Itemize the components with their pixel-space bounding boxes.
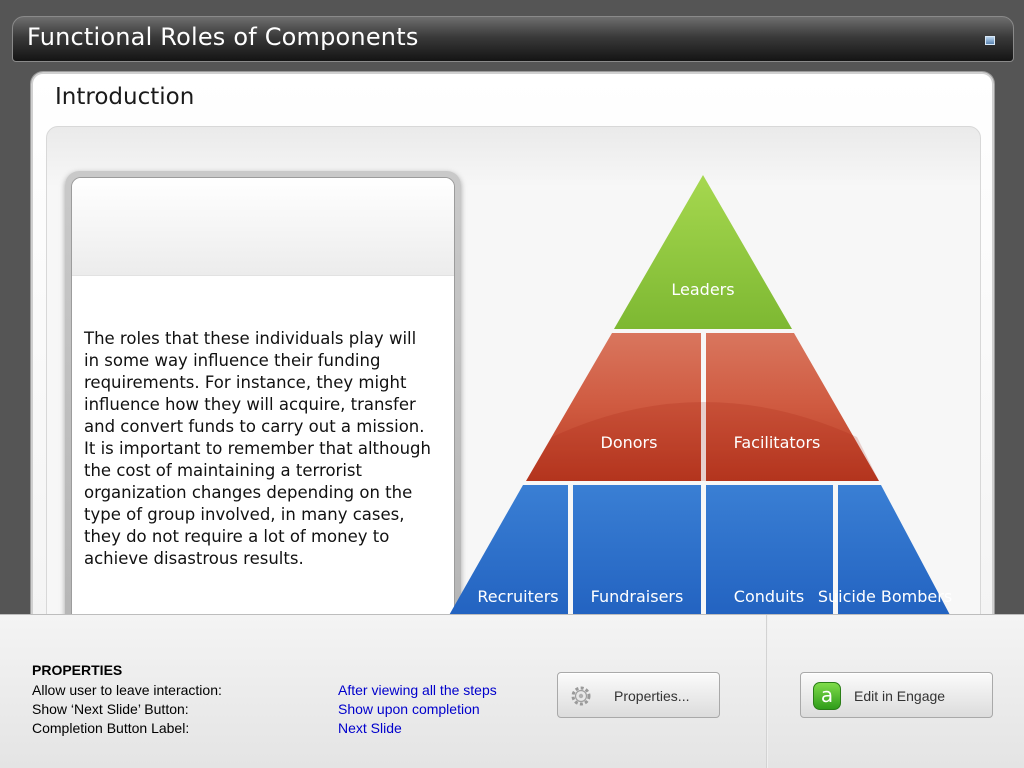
gear-icon — [571, 686, 591, 706]
roles-pyramid: Leaders Donors Facilitators Recruiters F… — [440, 175, 958, 630]
property-value[interactable]: Next Slide — [338, 720, 402, 736]
title-bar: Functional Roles of Components — [12, 16, 1014, 62]
properties-button[interactable]: Properties... — [557, 672, 720, 718]
slide-panel: Introduction The roles that these indivi… — [31, 72, 994, 632]
properties-button-label: Properties... — [614, 688, 690, 704]
property-value[interactable]: Show upon completion — [338, 701, 480, 717]
label-recruiters: Recruiters — [477, 587, 558, 606]
tier-leaders — [614, 175, 792, 329]
tier-recruiters — [440, 485, 568, 630]
text-card-inner: The roles that these individuals play wi… — [71, 177, 455, 625]
tier-fundraisers — [573, 485, 701, 630]
engage-logo-icon: a — [813, 682, 841, 710]
content-area: The roles that these individuals play wi… — [46, 126, 981, 630]
tier-donors — [526, 333, 701, 481]
red-shading — [526, 402, 879, 481]
window-title: Functional Roles of Components — [27, 23, 419, 51]
tier-facilitators — [706, 333, 879, 481]
edit-in-engage-button[interactable]: a Edit in Engage — [800, 672, 993, 718]
body-text: The roles that these individuals play wi… — [84, 329, 431, 568]
label-leaders: Leaders — [671, 280, 734, 299]
card-gloss — [72, 178, 454, 276]
property-value[interactable]: After viewing all the steps — [338, 682, 497, 698]
label-suicide-bombers: Suicide Bombers — [818, 587, 952, 606]
label-conduits: Conduits — [734, 587, 804, 606]
label-donors: Donors — [601, 433, 658, 452]
tier-conduits — [706, 485, 833, 630]
slide-heading: Introduction — [55, 84, 195, 110]
window-icon[interactable] — [985, 36, 995, 45]
property-label: Show ‘Next Slide’ Button: — [32, 701, 189, 717]
text-card: The roles that these individuals play wi… — [65, 171, 461, 630]
edit-in-engage-label: Edit in Engage — [854, 688, 946, 704]
label-facilitators: Facilitators — [734, 433, 821, 452]
property-label: Allow user to leave interaction: — [32, 682, 222, 698]
property-label: Completion Button Label: — [32, 720, 190, 736]
tier-suicide-bombers — [838, 485, 958, 630]
panel-divider — [766, 615, 768, 768]
label-fundraisers: Fundraisers — [591, 587, 684, 606]
properties-title: PROPERTIES — [32, 662, 123, 678]
properties-panel: PROPERTIES Allow user to leave interacti… — [0, 614, 1024, 768]
